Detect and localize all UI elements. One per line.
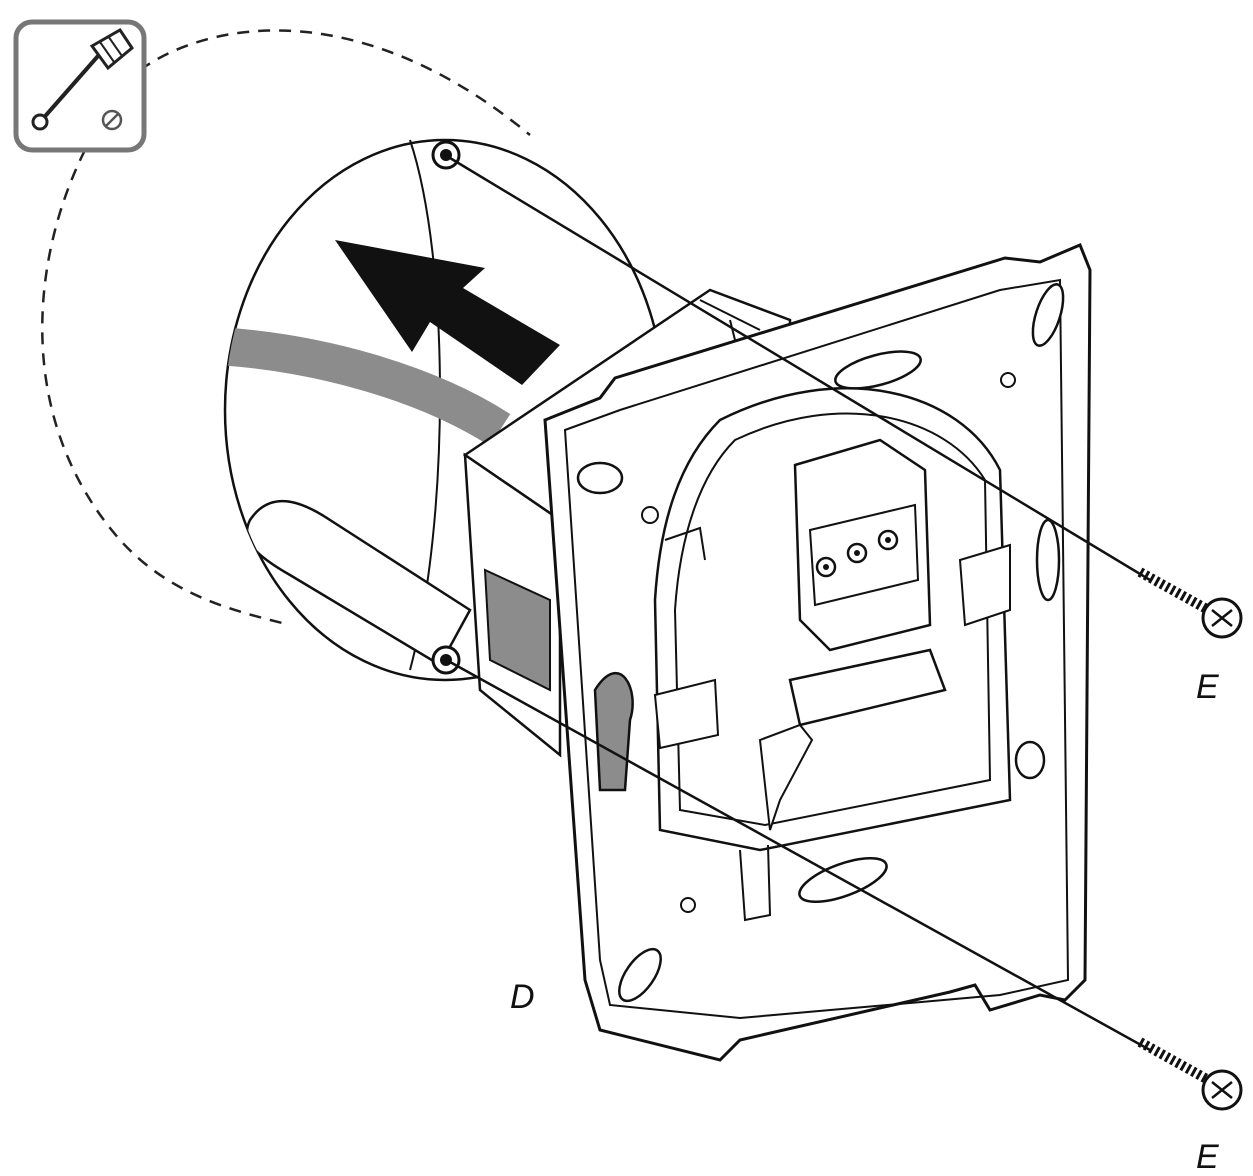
insert-body	[462, 288, 792, 758]
cable	[225, 326, 511, 447]
label-screw-top: E	[1196, 668, 1219, 706]
label-mounting-frame: D	[510, 978, 535, 1016]
screw-guide-line-bottom	[449, 660, 1151, 1052]
dashed-projection-outline	[41, 29, 531, 627]
jack-opening	[788, 648, 947, 727]
screw-bottom	[1137, 1037, 1243, 1111]
tool-badge	[13, 19, 147, 153]
socket-module	[653, 387, 1012, 922]
slotted-screw-icon	[101, 109, 123, 131]
insert-arrow-icon	[335, 240, 560, 385]
label-screw-bottom: E	[1196, 1138, 1219, 1176]
screw-top	[1137, 567, 1243, 639]
screwdriver-icon	[31, 28, 134, 131]
screw-guide-line-top	[449, 156, 1151, 582]
